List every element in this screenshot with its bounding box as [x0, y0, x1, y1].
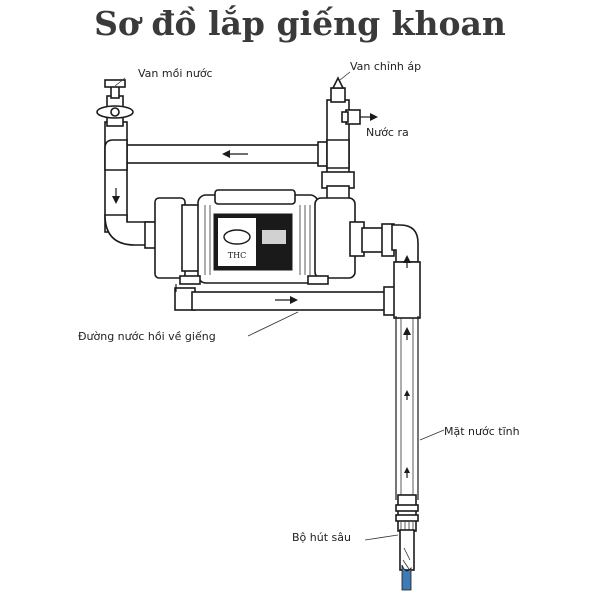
water-out-label: Nước ra: [366, 126, 409, 139]
priming-valve-label: Van mồi nước: [138, 67, 213, 80]
deep-suction-label: Bộ hút sâu: [292, 531, 351, 544]
left-pipe: [104, 121, 158, 249]
return-line-label: Đường nước hồi về giếng: [78, 330, 216, 343]
regulating-valve: [330, 76, 361, 125]
deep-suction-unit: [395, 494, 419, 591]
diagram-title: Sơ đồ lắp giếng khoan: [94, 4, 506, 43]
left-down-arrow: [112, 196, 120, 204]
brand-logo: [223, 229, 251, 245]
pump-brand: THC: [228, 251, 246, 260]
pump-outlet-pipe: [361, 223, 419, 263]
top-flow-arrow: [222, 150, 248, 158]
suction-strainer: [401, 564, 412, 591]
priming-valve: [96, 79, 134, 127]
up-flow-arrows: [403, 255, 411, 478]
return-flow-arrow: [275, 296, 298, 304]
static-water-level-label: Mặt nước tĩnh: [444, 425, 520, 438]
pump: THC: [154, 189, 365, 285]
water-out-arrow: [360, 113, 378, 121]
regulating-valve-label: Van chỉnh áp: [350, 60, 421, 73]
well-casing: [393, 261, 421, 500]
